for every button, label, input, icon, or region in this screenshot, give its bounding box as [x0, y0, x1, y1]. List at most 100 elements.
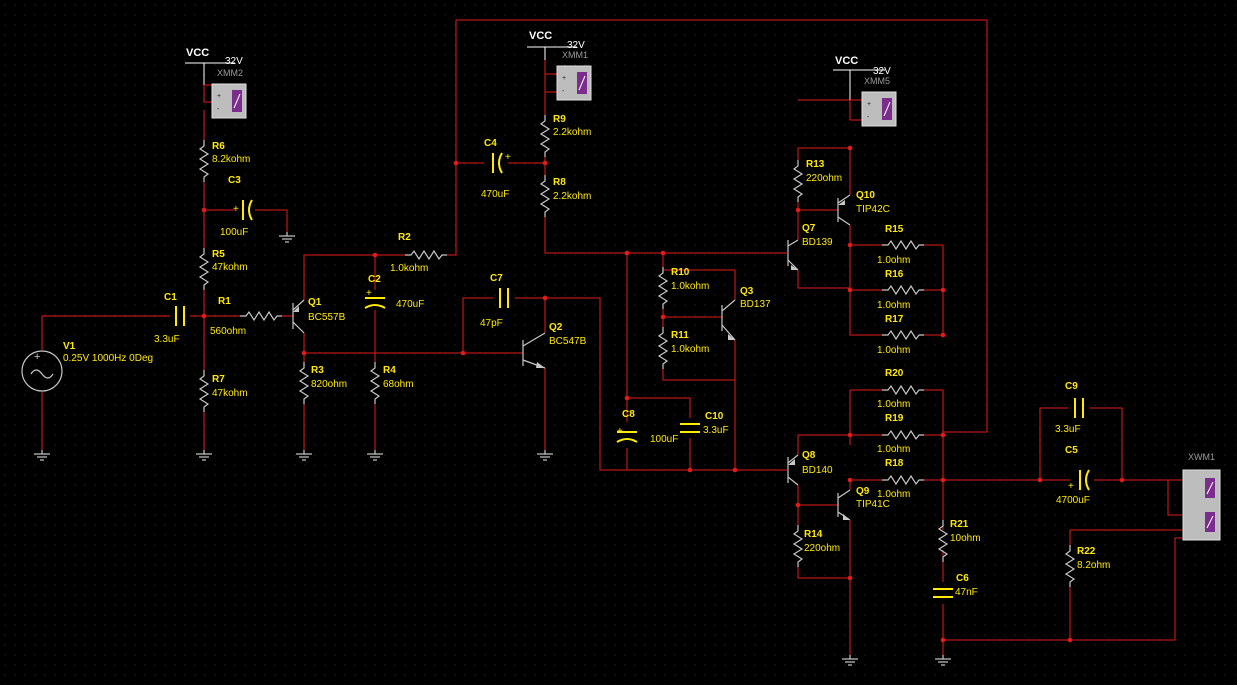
svg-text:+: +	[617, 426, 623, 437]
part-value: 3.3uF	[154, 334, 180, 345]
resistor-r1[interactable]: R1 560ohm	[210, 296, 283, 337]
part-value: 470uF	[481, 189, 509, 200]
resistor-r17[interactable]: R17 1.0ohm	[877, 314, 925, 356]
source-v1[interactable]: + V1 0.25V 1000Hz 0Deg	[21, 341, 153, 392]
capacitor-c8[interactable]: + C8 100uF	[616, 409, 678, 445]
part-label: R18	[885, 458, 904, 469]
svg-text:+: +	[1068, 481, 1074, 492]
transistor-q2[interactable]: Q2 BC547B	[522, 322, 587, 369]
multimeter-xmm5[interactable]: XMM5	[850, 76, 897, 127]
part-label: R11	[671, 330, 689, 341]
capacitor-c4[interactable]: + C4 470uF	[481, 138, 511, 200]
meter-label: XMM2	[217, 68, 243, 78]
resistor-r21[interactable]: R21 10ohm	[938, 519, 981, 563]
part-label: C8	[622, 409, 635, 420]
resistor-r7[interactable]: R7 47kohm	[199, 369, 248, 413]
multimeter-xmm1[interactable]: XMM1	[545, 50, 592, 101]
vcc-voltage: 32V	[225, 56, 243, 67]
transistor-q8[interactable]: Q8 BD140	[780, 450, 833, 486]
resistor-r15[interactable]: R15 1.0ohm	[877, 224, 925, 266]
capacitor-c6[interactable]: C6 47nF	[933, 573, 978, 598]
resistor-r9[interactable]: R9 2.2kohm	[540, 114, 591, 158]
part-label: C4	[484, 138, 497, 149]
vcc-label: VCC	[529, 30, 552, 42]
part-label: Q10	[856, 190, 875, 201]
part-label: R10	[671, 267, 690, 278]
part-value: 0.25V 1000Hz 0Deg	[63, 353, 153, 364]
resistor-r2[interactable]: R2 1.0kohm	[390, 232, 448, 274]
resistor-r22[interactable]: R22 8.2ohm	[1065, 544, 1110, 588]
part-value: 47kohm	[212, 262, 248, 273]
capacitor-c5[interactable]: + C5 4700uF	[1056, 445, 1090, 506]
part-label: R15	[885, 224, 904, 235]
multimeter-icon	[556, 65, 592, 101]
part-label: R16	[885, 269, 904, 280]
part-value: 1.0ohm	[877, 300, 910, 311]
resistor-r6[interactable]: R6 8.2kohm	[199, 139, 250, 183]
part-label: C5	[1065, 445, 1078, 456]
part-label: C2	[368, 274, 381, 285]
part-value: BD140	[802, 465, 833, 476]
wires	[41, 19, 1182, 655]
part-value: 100uF	[650, 434, 678, 445]
part-value: 3.3uF	[703, 425, 729, 436]
multimeter-icon	[211, 83, 247, 119]
part-value: 1.0kohm	[390, 263, 428, 274]
part-value: 3.3uF	[1055, 424, 1081, 435]
part-label: V1	[63, 341, 76, 352]
part-label: C6	[956, 573, 969, 584]
capacitor-c1[interactable]: C1 3.3uF	[154, 292, 185, 345]
capacitor-c2[interactable]: + C2 470uF	[364, 274, 424, 310]
vcc-voltage: 32V	[873, 66, 891, 77]
part-value: 1.0ohm	[877, 345, 910, 356]
resistor-r11[interactable]: R11 1.0kohm	[658, 326, 709, 370]
multimeter-xmm2[interactable]: XMM2	[203, 68, 247, 120]
transistor-q7[interactable]: Q7 BD139	[780, 223, 833, 271]
part-label: R8	[553, 177, 566, 188]
resistor-r10[interactable]: R10 1.0kohm	[658, 266, 709, 310]
capacitor-c10[interactable]: C10 3.3uF	[680, 411, 729, 436]
part-label: R13	[806, 159, 825, 170]
resistor-r18[interactable]: R18 1.0ohm	[877, 458, 925, 500]
part-label: R6	[212, 141, 225, 152]
svg-text:+: +	[505, 152, 511, 163]
part-value: 8.2ohm	[1077, 560, 1110, 571]
part-value: 560ohm	[210, 326, 246, 337]
part-value: 820ohm	[311, 379, 347, 390]
resistor-r13[interactable]: R13 220ohm	[793, 159, 842, 203]
part-value: 10ohm	[950, 533, 981, 544]
part-label: R5	[212, 249, 225, 260]
resistor-r14[interactable]: R14 220ohm	[793, 524, 840, 568]
part-label: Q3	[740, 286, 754, 297]
part-label: C9	[1065, 381, 1078, 392]
part-label: C10	[705, 411, 724, 422]
wattmeter-xwm1[interactable]: XWM1	[1182, 452, 1221, 541]
part-label: Q2	[549, 322, 563, 333]
part-label: Q9	[856, 486, 870, 497]
part-label: Q8	[802, 450, 816, 461]
vcc-supply-2: VCC 32V	[527, 30, 585, 60]
resistor-r19[interactable]: R19 1.0ohm	[877, 413, 925, 455]
resistor-r5[interactable]: R5 47kohm	[199, 247, 248, 291]
transistor-q9[interactable]: Q9 TIP41C	[837, 480, 890, 530]
part-value: 47kohm	[212, 388, 248, 399]
resistor-r16[interactable]: R16 1.0ohm	[877, 269, 925, 311]
part-label: R20	[885, 368, 904, 379]
capacitor-c7[interactable]: C7 47pF	[480, 273, 509, 329]
meter-label: XMM5	[864, 76, 890, 86]
part-value: BD139	[802, 237, 833, 248]
part-label: R3	[311, 365, 324, 376]
transistor-q1[interactable]: Q1 BC557B	[292, 297, 346, 334]
resistor-r8[interactable]: R8 2.2kohm	[540, 174, 591, 218]
transistor-q10[interactable]: Q10 TIP42C	[837, 190, 890, 226]
resistor-r3[interactable]: R3 820ohm	[299, 361, 347, 405]
capacitor-c3[interactable]: + C3 100uF	[220, 175, 253, 238]
meter-label: XWM1	[1188, 452, 1215, 462]
part-value: 1.0ohm	[877, 489, 910, 500]
capacitor-c9[interactable]: C9 3.3uF	[1055, 381, 1084, 435]
resistor-r4[interactable]: R4 68ohm	[370, 361, 414, 405]
transistor-q3[interactable]: Q3 BD137	[721, 286, 771, 341]
resistor-r20[interactable]: R20 1.0ohm	[877, 368, 925, 410]
